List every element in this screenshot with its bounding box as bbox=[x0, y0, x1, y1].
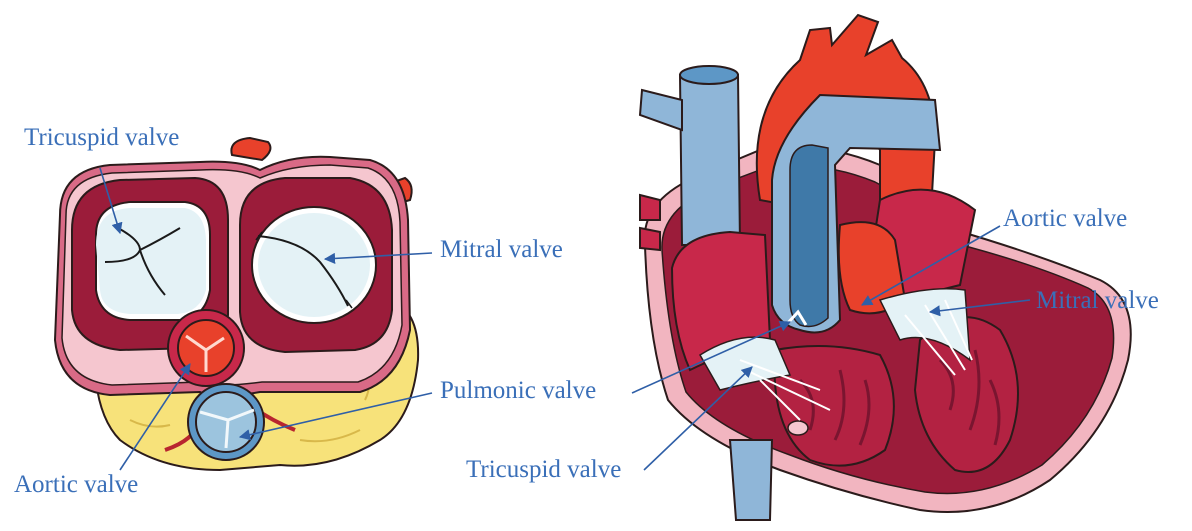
label-tricuspid-valve-left: Tricuspid valve bbox=[24, 125, 179, 150]
label-aortic-valve-left: Aortic valve bbox=[14, 472, 138, 497]
leader-pulmonic-to-left-aortic bbox=[240, 393, 432, 437]
leader-tricuspid-left bbox=[100, 168, 120, 233]
label-aortic-valve-right: Aortic valve bbox=[1003, 206, 1127, 231]
label-pulmonic-valve: Pulmonic valve bbox=[440, 378, 596, 403]
leader-tricuspid-right bbox=[644, 367, 752, 470]
leader-aortic-right bbox=[862, 226, 1000, 305]
leader-mitral-left bbox=[325, 253, 432, 259]
label-mitral-valve-left: Mitral valve bbox=[440, 237, 563, 262]
leader-mitral-right bbox=[930, 300, 1030, 312]
leader-aortic-left bbox=[120, 364, 190, 470]
label-tricuspid-valve-right: Tricuspid valve bbox=[466, 457, 621, 482]
label-mitral-valve-right: Mitral valve bbox=[1036, 288, 1159, 313]
leader-pulmonic-to-right bbox=[632, 322, 790, 393]
